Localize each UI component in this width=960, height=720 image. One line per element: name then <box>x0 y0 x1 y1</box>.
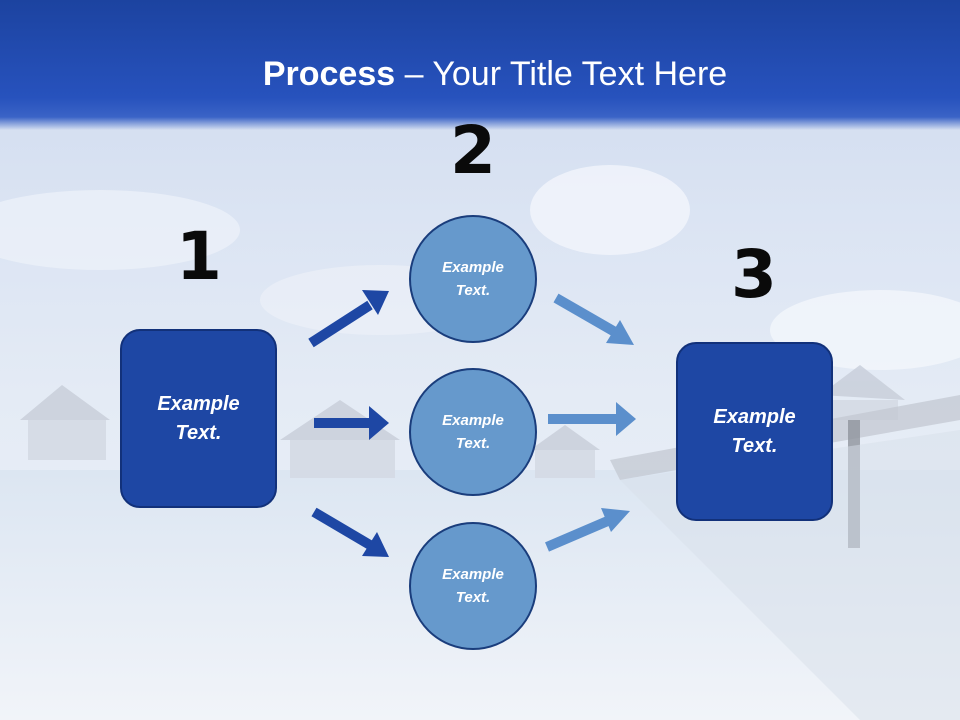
arrow-to-middle-circle <box>314 406 389 440</box>
title-rest: – Your Title Text Here <box>395 55 728 93</box>
right-process-box: Example Text. <box>676 342 833 521</box>
top-process-circle: Example Text. <box>409 215 537 343</box>
bottom-process-circle: Example Text. <box>409 522 537 650</box>
step-number-1: 1 <box>176 218 222 295</box>
page-title: Process – Your Title Text Here <box>0 52 960 96</box>
arrow-to-top-circle <box>308 290 389 348</box>
step-number-2: 2 <box>450 112 496 189</box>
arrow-from-top-circle <box>553 293 634 345</box>
step-number-3: 3 <box>731 236 777 313</box>
middle-process-circle: Example Text. <box>409 368 537 496</box>
title-bold: Process <box>262 55 396 93</box>
arrow-from-bottom-circle <box>545 508 630 552</box>
left-process-box: Example Text. <box>120 329 277 508</box>
arrow-from-middle-circle <box>548 402 636 436</box>
arrow-to-bottom-circle <box>311 507 389 557</box>
title-band <box>0 0 960 130</box>
